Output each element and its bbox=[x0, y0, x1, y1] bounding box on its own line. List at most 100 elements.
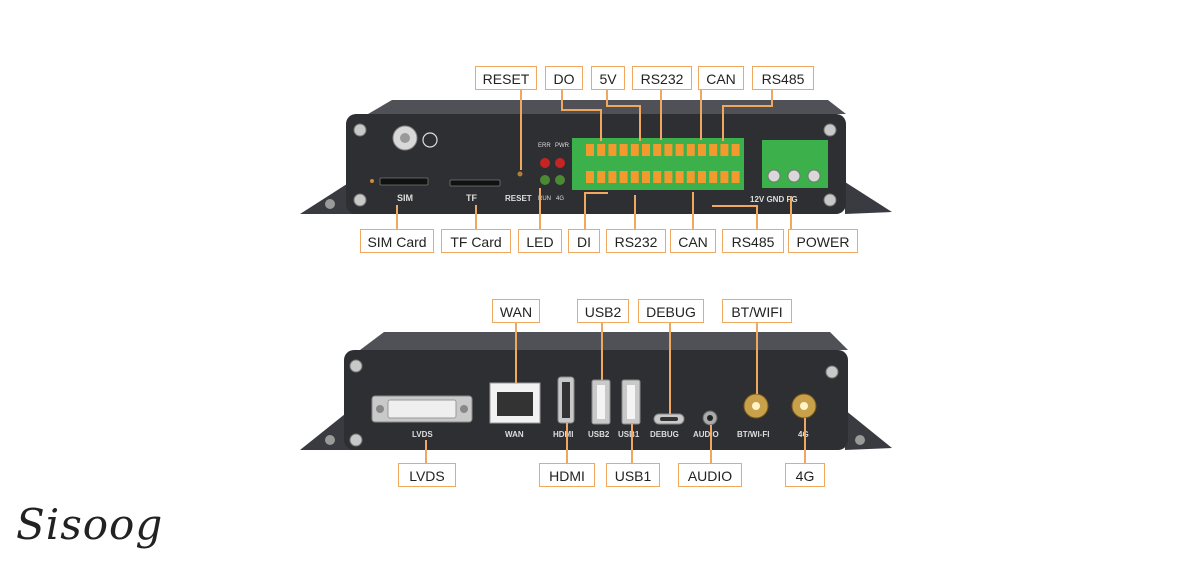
run-led-icon bbox=[540, 175, 550, 185]
terminal-pin-icon bbox=[608, 171, 617, 183]
label-audio: AUDIO bbox=[678, 463, 742, 487]
hdmi-printed-label: HDMI bbox=[553, 430, 573, 439]
terminal-pin-icon bbox=[709, 144, 718, 156]
power-pins bbox=[767, 169, 821, 183]
label-power: POWER bbox=[788, 229, 858, 253]
bottom-chassis-top bbox=[360, 332, 848, 350]
leader-line bbox=[722, 105, 724, 141]
terminal-pin-icon bbox=[709, 171, 718, 183]
screw-icon bbox=[376, 405, 384, 413]
label-tf-card: TF Card bbox=[441, 229, 511, 253]
leader-line bbox=[700, 90, 702, 140]
sim-printed-label: SIM bbox=[397, 193, 413, 203]
leader-line bbox=[756, 323, 758, 394]
terminal-pin-icon bbox=[698, 171, 706, 183]
label-4g: 4G bbox=[785, 463, 825, 487]
leader-line bbox=[584, 192, 608, 194]
run-printed-label: RUN bbox=[538, 196, 551, 202]
label-usb2: USB2 bbox=[577, 299, 629, 323]
label-do: DO bbox=[545, 66, 583, 90]
label-reset: RESET bbox=[475, 66, 537, 90]
sim-slot-icon bbox=[379, 177, 429, 186]
label-5v: 5V bbox=[591, 66, 625, 90]
top-device: SIM TF RESET ERR PWR RUN 4G 12V GND FG bbox=[300, 100, 892, 214]
pwr-printed-label: PWR bbox=[555, 143, 570, 149]
screw-icon bbox=[823, 123, 837, 137]
power-pins-printed-label: 12V GND FG bbox=[750, 195, 798, 204]
label-usb1: USB1 bbox=[606, 463, 660, 487]
top-right-flange bbox=[845, 182, 892, 214]
4g-antenna-icon bbox=[800, 402, 808, 410]
label-debug: DEBUG bbox=[638, 299, 704, 323]
leader-line bbox=[561, 109, 601, 111]
bottom-device: LVDS WAN HDMI USB2 USB1 DEBUG AUDIO bbox=[300, 332, 892, 450]
leader-line bbox=[771, 90, 773, 106]
leader-line bbox=[710, 425, 712, 463]
power-pin-screw-icon bbox=[767, 169, 781, 183]
terminal-pin-icon bbox=[608, 144, 617, 156]
leader-line bbox=[804, 418, 806, 463]
bottom-right-flange-hole bbox=[855, 435, 865, 445]
usb2-port-icon bbox=[597, 385, 605, 419]
terminal-pin-icon bbox=[731, 171, 740, 183]
label-btwifi: BT/WIFI bbox=[722, 299, 792, 323]
screw-icon bbox=[353, 193, 367, 207]
leader-line bbox=[634, 195, 636, 229]
err-printed-label: ERR bbox=[538, 143, 551, 149]
terminal-pin-icon bbox=[698, 144, 706, 156]
terminal-pin-icon bbox=[731, 144, 740, 156]
leader-line bbox=[600, 109, 602, 141]
terminal-pin-icon bbox=[686, 171, 695, 183]
terminal-pins bbox=[586, 144, 740, 183]
screw-icon bbox=[460, 405, 468, 413]
leader-line bbox=[639, 105, 641, 141]
leader-line bbox=[601, 323, 603, 380]
4g-led-printed-label: 4G bbox=[556, 196, 564, 202]
reset-printed-label: RESET bbox=[505, 194, 532, 203]
terminal-pin-icon bbox=[597, 144, 606, 156]
label-rs485-bottom: RS485 bbox=[722, 229, 784, 253]
reset-button-icon bbox=[517, 171, 523, 177]
screw-icon bbox=[825, 365, 839, 379]
bottom-left-flange bbox=[300, 410, 358, 450]
leader-line bbox=[606, 90, 608, 106]
terminal-pin-icon bbox=[642, 171, 650, 183]
terminal-pin-icon bbox=[686, 144, 695, 156]
ground-stud-icon bbox=[400, 133, 410, 143]
lvds-printed-label: LVDS bbox=[412, 430, 433, 439]
4g-antenna-printed-label: 4G bbox=[798, 430, 809, 439]
top-left-flange-hole bbox=[325, 199, 335, 209]
leader-line bbox=[425, 440, 427, 463]
leader-line bbox=[561, 90, 563, 110]
brand-logo: Sisoog bbox=[16, 500, 164, 549]
top-left-flange bbox=[300, 182, 358, 214]
btwifi-antenna-icon bbox=[752, 402, 760, 410]
tf-slot-icon bbox=[449, 179, 501, 187]
leader-line bbox=[631, 424, 633, 463]
terminal-pin-icon bbox=[630, 171, 639, 183]
terminal-pin-icon bbox=[586, 171, 594, 183]
bottom-right-flange bbox=[845, 410, 892, 450]
ground-symbol-icon bbox=[422, 132, 438, 148]
usb1-printed-label: USB1 bbox=[618, 430, 640, 439]
sim-led-icon bbox=[370, 179, 374, 183]
label-led: LED bbox=[518, 229, 562, 253]
usb2-printed-label: USB2 bbox=[588, 430, 610, 439]
power-pin-screw-icon bbox=[787, 169, 801, 183]
pwr-led-icon bbox=[555, 158, 565, 168]
terminal-pin-icon bbox=[630, 144, 639, 156]
terminal-pin-icon bbox=[642, 144, 650, 156]
label-sim-card: SIM Card bbox=[360, 229, 434, 253]
tf-printed-label: TF bbox=[466, 193, 477, 203]
leader-line bbox=[790, 196, 792, 229]
leader-line bbox=[584, 192, 586, 229]
wan-printed-label: WAN bbox=[505, 430, 524, 439]
leader-line bbox=[722, 105, 773, 107]
label-lvds: LVDS bbox=[398, 463, 456, 487]
top-chassis-top bbox=[368, 100, 846, 114]
terminal-pin-icon bbox=[675, 144, 684, 156]
4g-led-icon bbox=[555, 175, 565, 185]
terminal-pin-icon bbox=[619, 144, 628, 156]
